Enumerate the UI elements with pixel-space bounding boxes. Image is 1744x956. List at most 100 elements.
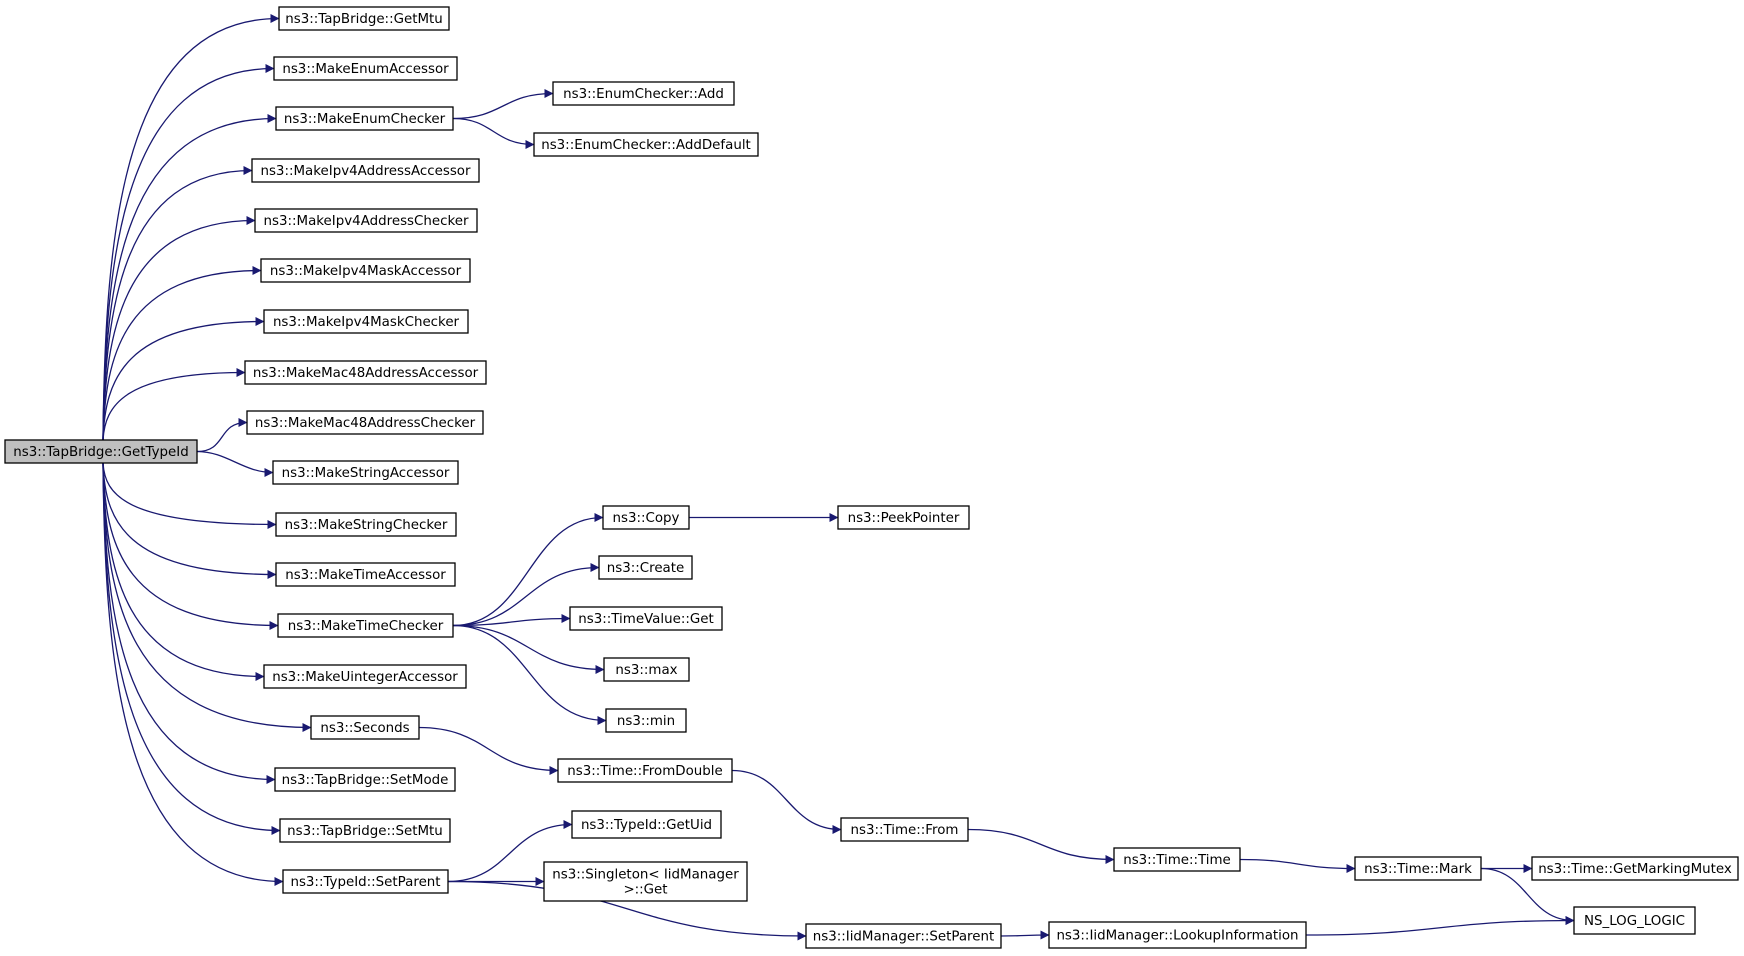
edge-timechk-to-max <box>452 624 605 674</box>
node-ns3-makestringaccessor[interactable]: ns3::MakeStringAccessor <box>272 460 459 485</box>
node-box <box>277 613 454 638</box>
node-ns3-makeuintegeraccessor[interactable]: ns3::MakeUintegerAccessor <box>263 664 467 689</box>
edge-timechk-to-copy <box>452 513 604 627</box>
edges-layer <box>102 14 1575 941</box>
node-ns3-makemac48addresschecker[interactable]: ns3::MakeMac48AddressChecker <box>246 410 484 435</box>
edge-timechk-to-create <box>452 563 600 627</box>
node-ns3-iidmanager-lookupinformation[interactable]: ns3::IidManager::LookupInformation <box>1048 921 1307 949</box>
node-label: ns3::MakeTimeChecker <box>288 619 444 634</box>
node-ns3-maketimeaccessor[interactable]: ns3::MakeTimeAccessor <box>275 562 456 587</box>
node-ns3-time-fromdouble[interactable]: ns3::Time::FromDouble <box>557 758 733 783</box>
edge-seconds-to-fromdouble <box>418 726 559 775</box>
node-ns3-makestringchecker[interactable]: ns3::MakeStringChecker <box>275 512 457 537</box>
node-ns3-time-time[interactable]: ns3::Time::Time <box>1113 847 1241 872</box>
node-box <box>274 767 456 792</box>
node-ns3-makeenumchecker[interactable]: ns3::MakeEnumChecker <box>275 106 454 131</box>
node-box <box>598 555 693 580</box>
node-ns3-makeipv4addresschecker[interactable]: ns3::MakeIpv4AddressChecker <box>254 208 478 233</box>
node-ns3-tapbridge-gettypeid[interactable]: ns3::TapBridge::GetTypeId <box>4 439 198 464</box>
node-label: ns3::TypeId::GetUid <box>581 818 712 833</box>
node-ns3-iidmanager-setparent[interactable]: ns3::IidManager::SetParent <box>805 923 1002 949</box>
node-label: ns3::PeekPointer <box>848 511 960 526</box>
node-box <box>837 505 970 530</box>
node-box <box>805 923 1002 949</box>
node-ns3-tapbridge-setmode[interactable]: ns3::TapBridge::SetMode <box>274 767 456 792</box>
edge-root-to-strchk <box>102 462 277 529</box>
edge-lookup-to-nslog <box>1305 916 1575 936</box>
node-label: ns3::MakeEnumChecker <box>284 112 446 127</box>
node-box <box>533 132 759 157</box>
edge-root-to-mac48acc <box>102 368 246 441</box>
node-ns3-time-mark[interactable]: ns3::Time::Mark <box>1354 856 1482 881</box>
node-label: >::Get <box>623 883 667 898</box>
node-ns3-typeid-getuid[interactable]: ns3::TypeId::GetUid <box>571 810 722 839</box>
node-box <box>1113 847 1241 872</box>
edge-mkenumchk-to-enumadd <box>452 89 554 120</box>
node-ns-log-logic[interactable]: NS_LOG_LOGIC <box>1573 906 1696 935</box>
node-ns3-makemac48addressaccessor[interactable]: ns3::MakeMac48AddressAccessor <box>244 360 487 385</box>
node-box <box>263 664 467 689</box>
node-ns3-min[interactable]: ns3::min <box>605 708 687 733</box>
node-ns3-makeipv4maskaccessor[interactable]: ns3::MakeIpv4MaskAccessor <box>260 258 471 283</box>
node-ns3-copy[interactable]: ns3::Copy <box>602 505 690 530</box>
node-ns3-singleton-iidmanager-get[interactable]: ns3::Singleton< IidManager>::Get <box>543 861 748 902</box>
node-ns3-typeid-setparent[interactable]: ns3::TypeId::SetParent <box>282 869 449 894</box>
edge-mkenumchk-to-enumadddef <box>452 117 535 149</box>
node-label: ns3::Time::From <box>851 823 959 838</box>
node-ns3-makeipv4maskchecker[interactable]: ns3::MakeIpv4MaskChecker <box>263 309 469 334</box>
node-box <box>272 460 459 485</box>
node-ns3-max[interactable]: ns3::max <box>603 657 690 682</box>
node-label: ns3::IidManager::SetParent <box>813 930 995 945</box>
node-ns3-peekpointer[interactable]: ns3::PeekPointer <box>837 505 970 530</box>
edge-root-to-timechk <box>102 462 279 630</box>
edge-setparent-to-getuid <box>447 820 573 883</box>
node-ns3-time-getmarkingmutex[interactable]: ns3::Time::GetMarkingMutex <box>1531 856 1739 881</box>
node-box <box>4 439 198 464</box>
node-box <box>840 817 969 842</box>
edge-root-to-ipv4addrchk <box>102 216 256 441</box>
node-label: ns3::Seconds <box>320 721 409 736</box>
node-ns3-seconds[interactable]: ns3::Seconds <box>310 715 420 740</box>
node-box <box>310 715 420 740</box>
node-box <box>1573 906 1696 935</box>
node-box <box>263 309 469 334</box>
node-ns3-tapbridge-getmtu[interactable]: ns3::TapBridge::GetMtu <box>278 6 450 31</box>
edge-root-to-setparent <box>102 462 284 886</box>
node-ns3-timevalue-get[interactable]: ns3::TimeValue::Get <box>569 606 723 631</box>
node-box <box>260 258 471 283</box>
node-box <box>557 758 733 783</box>
node-box <box>275 106 454 131</box>
node-label: ns3::Time::GetMarkingMutex <box>1538 862 1732 877</box>
node-box <box>254 208 478 233</box>
node-box <box>571 810 722 839</box>
node-box <box>275 512 457 537</box>
node-ns3-enumchecker-adddefault[interactable]: ns3::EnumChecker::AddDefault <box>533 132 759 157</box>
node-label: ns3::Time::Time <box>1123 853 1231 868</box>
node-box <box>279 818 451 843</box>
node-ns3-maketimechecker[interactable]: ns3::MakeTimeChecker <box>277 613 454 638</box>
node-label: ns3::min <box>617 714 675 729</box>
edge-mark-to-nslog <box>1480 867 1575 925</box>
node-label: ns3::EnumChecker::AddDefault <box>541 138 751 153</box>
node-label: ns3::max <box>615 663 677 678</box>
edge-root-to-stracc <box>196 450 274 477</box>
node-ns3-time-from[interactable]: ns3::Time::From <box>840 817 969 842</box>
edge-root-to-ipv4addracc <box>102 166 253 441</box>
node-box <box>605 708 687 733</box>
node-label: ns3::TapBridge::SetMtu <box>287 824 443 839</box>
node-label: ns3::MakeUintegerAccessor <box>272 670 458 685</box>
node-label: ns3::MakeStringChecker <box>285 518 448 533</box>
edge-setparent-to-iidsetparent <box>447 880 807 941</box>
node-ns3-makeenumaccessor[interactable]: ns3::MakeEnumAccessor <box>273 56 458 81</box>
node-label: ns3::TimeValue::Get <box>578 612 713 627</box>
node-box <box>543 861 748 902</box>
node-box <box>569 606 723 631</box>
node-ns3-create[interactable]: ns3::Create <box>598 555 693 580</box>
nodes-layer: ns3::TapBridge::GetTypeIdns3::TapBridge:… <box>4 6 1739 949</box>
node-ns3-makeipv4addressaccessor[interactable]: ns3::MakeIpv4AddressAccessor <box>251 158 480 183</box>
edge-fromdouble-to-from <box>731 769 842 834</box>
node-ns3-tapbridge-setmtu[interactable]: ns3::TapBridge::SetMtu <box>279 818 451 843</box>
node-label: ns3::TapBridge::SetMode <box>282 773 449 788</box>
node-ns3-enumchecker-add[interactable]: ns3::EnumChecker::Add <box>552 81 735 106</box>
